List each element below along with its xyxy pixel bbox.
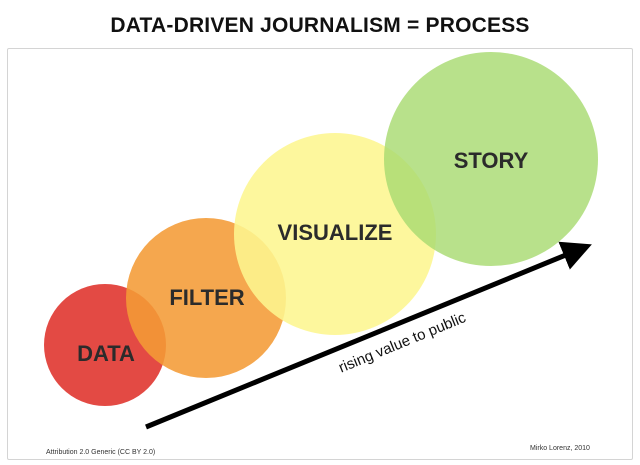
stage-label-story: STORY	[454, 148, 529, 173]
diagram-title: DATA-DRIVEN JOURNALISM = PROCESS	[110, 14, 530, 37]
stage-circle-visualize	[234, 133, 436, 335]
stage-label-visualize: VISUALIZE	[278, 220, 393, 245]
stage-circles	[44, 52, 598, 406]
stage-label-filter: FILTER	[169, 285, 244, 310]
license-attribution: Attribution 2.0 Generic (CC BY 2.0)	[46, 449, 156, 456]
stage-circle-story	[384, 52, 598, 266]
stage-label-data: DATA	[77, 341, 135, 366]
author-credit: Mirko Lorenz, 2010	[530, 445, 590, 452]
rising-value-arrow	[145, 241, 592, 430]
